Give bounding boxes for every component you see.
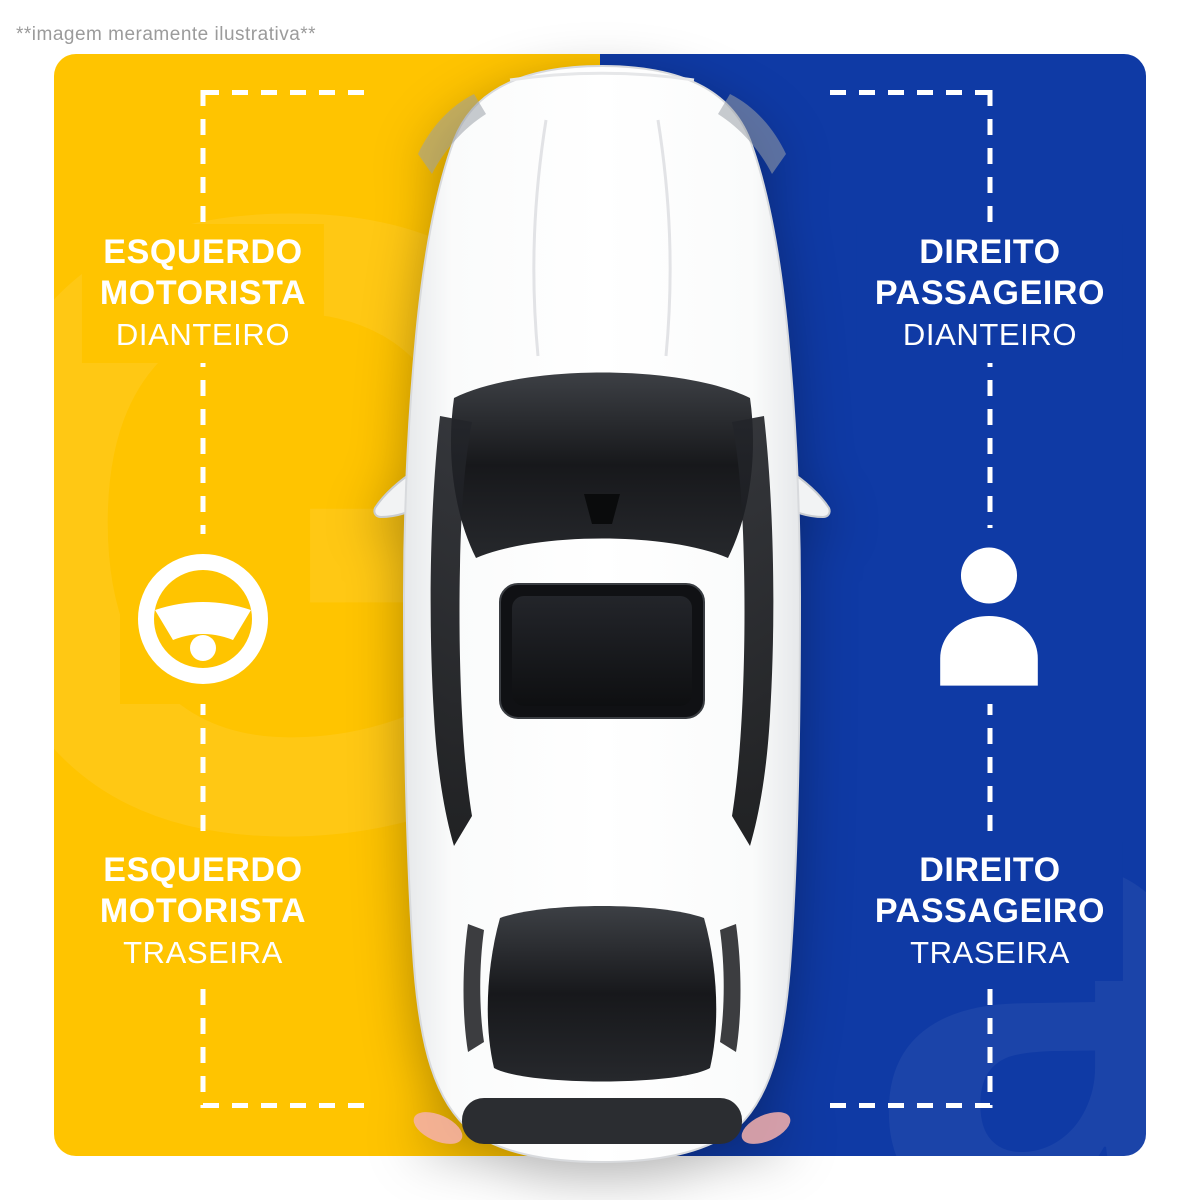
label-line: MOTORISTA (99, 274, 307, 312)
steering-wheel-icon-block (120, 534, 286, 704)
label-line: DIREITO (919, 851, 1061, 889)
label-driver-front: ESQUERDO MOTORISTA DIANTEIRO (81, 224, 325, 363)
right-taillight (741, 1112, 791, 1144)
rear-window (487, 906, 717, 1082)
hood-crease (532, 119, 548, 357)
sunroof-glass (512, 596, 692, 706)
label-line: DIANTEIRO (902, 317, 1078, 352)
right-headlight (718, 94, 786, 174)
hood-crease (656, 119, 672, 357)
passenger-icon-block (913, 528, 1065, 704)
car-top-view-illustration (373, 64, 831, 1164)
left-headlight (418, 94, 486, 174)
label-driver-rear: ESQUERDO MOTORISTA TRASEIRA (81, 842, 325, 981)
rear-spoiler (462, 1098, 742, 1144)
disclaimer-text: **imagem meramente ilustrativa** (16, 24, 317, 45)
label-line: MOTORISTA (99, 892, 307, 930)
label-passenger-front: DIREITO PASSAGEIRO DIANTEIRO (856, 224, 1124, 363)
steering-wheel-icon (138, 554, 268, 684)
label-line: DIANTEIRO (115, 317, 291, 352)
left-side-window (430, 416, 472, 846)
label-line: TRASEIRA (123, 935, 283, 970)
label-line: PASSAGEIRO (874, 892, 1106, 930)
label-line: PASSAGEIRO (874, 274, 1106, 312)
windshield (450, 372, 754, 558)
label-passenger-rear: DIREITO PASSAGEIRO TRASEIRA (856, 842, 1124, 981)
rearview-mirror (584, 494, 620, 524)
passenger-icon (940, 547, 1038, 686)
left-rear-quarter-window (463, 924, 484, 1052)
right-rear-quarter-window (720, 924, 741, 1052)
label-line: ESQUERDO (103, 233, 303, 271)
label-line: DIREITO (919, 233, 1061, 271)
left-taillight (413, 1112, 463, 1144)
front-bumper-line (509, 71, 695, 82)
label-line: TRASEIRA (910, 935, 1070, 970)
right-side-window (732, 416, 774, 846)
label-line: ESQUERDO (103, 851, 303, 889)
